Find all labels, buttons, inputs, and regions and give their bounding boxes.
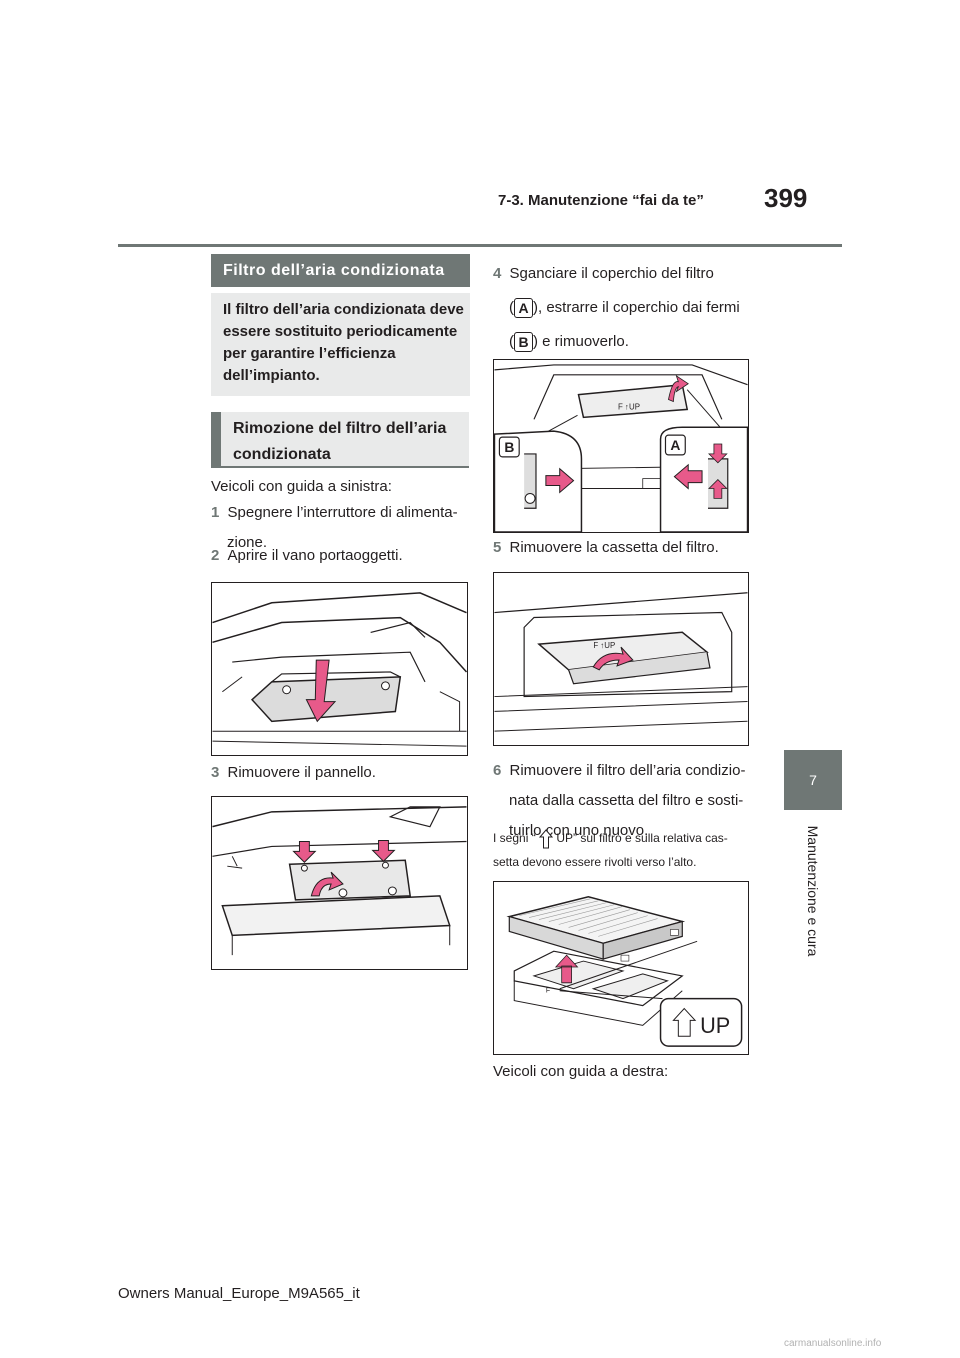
- step-5: 5 Rimuovere la cassetta del filtro.: [493, 533, 719, 563]
- figure-up-marking: F UP: [493, 881, 749, 1055]
- sub-heading: Rimozione del filtro dell’aria condizion…: [211, 412, 469, 468]
- step-text: Rimuovere il filtro dell’aria condizio-: [509, 762, 746, 779]
- figure-filter-cover: F ↑UP B A: [493, 359, 749, 533]
- step-text: Sganciare il coperchio del filtro: [509, 265, 714, 282]
- footer-manual-id: Owners Manual_Europe_M9A565_it: [118, 1285, 360, 1302]
- note-text: setta devono essere rivolti verso l’alto…: [493, 855, 697, 869]
- intro-line: per garantire l’efficienza: [223, 345, 396, 362]
- figure-glove-box: [211, 582, 468, 756]
- footer-watermark: carmanualsonline.info: [784, 1338, 882, 1349]
- figure-filter-cassette: F ↑UP: [493, 572, 749, 746]
- step-number: 4: [493, 265, 502, 282]
- note-text: UP” sul filtro e sulla relativa cas-: [556, 831, 728, 845]
- filter-marking: F ↑UP: [593, 641, 615, 650]
- main-heading: Filtro dell’aria condizionata: [211, 254, 470, 287]
- step-number: 3: [211, 764, 220, 781]
- vehicle-note-right: Veicoli con guida a destra:: [493, 1063, 669, 1080]
- step-text: ), estrarre il coperchio dai fermi: [533, 299, 740, 316]
- figure-panel-removal: [211, 796, 468, 970]
- up-marking: UP: [700, 1013, 730, 1038]
- f-marking: F: [546, 988, 550, 995]
- chapter-title: Manutenzione e cura: [805, 825, 821, 957]
- filter-marking: F ↑UP: [618, 402, 640, 411]
- intro-line: essere sostituito periodicamente: [223, 323, 458, 340]
- up-marking-illustration: F UP: [506, 896, 743, 1047]
- step-2: 2 Aprire il vano portaoggetti.: [211, 541, 403, 571]
- label-b: B: [514, 332, 533, 353]
- intro-line: dell’impianto.: [223, 367, 320, 384]
- up-mark-note: I segni “ UP” sul filtro e sulla relativ…: [493, 826, 763, 874]
- filter-cover-illustration: F ↑UP B A: [494, 364, 748, 532]
- chapter-number: 7: [809, 772, 817, 788]
- step-text: (: [509, 333, 514, 350]
- step-number: 6: [493, 762, 502, 779]
- sub-heading-line: condizionata: [233, 446, 331, 463]
- step-3: 3 Rimuovere il pannello.: [211, 758, 376, 788]
- note-text: I segni “: [493, 831, 536, 845]
- step-4: 4 Sganciare il coperchio del filtro (A),…: [493, 257, 763, 359]
- step-number: 2: [211, 547, 220, 564]
- intro-box: Il filtro dell’aria condizionata deve es…: [211, 293, 470, 396]
- callout-a: A: [670, 437, 680, 453]
- step-text: (: [509, 299, 514, 316]
- sub-heading-line: Rimozione del filtro dell’aria: [233, 420, 447, 437]
- step-text: zione.: [227, 534, 268, 551]
- step-text: ) e rimuoverlo.: [533, 333, 629, 350]
- chapter-tab: 7: [784, 750, 842, 810]
- step-text: Rimuovere la cassetta del filtro.: [509, 539, 719, 556]
- vehicle-note-left: Veicoli con guida a sinistra:: [211, 478, 392, 495]
- step-text: nata dalla cassetta del filtro e sosti-: [509, 792, 744, 809]
- glove-box-illustration: [212, 592, 467, 747]
- step-text: Rimuovere il pannello.: [227, 764, 376, 781]
- step-text: Spegnere l’interruttore di alimenta-: [227, 504, 458, 521]
- step-number: 5: [493, 539, 502, 556]
- section-title: 7-3. Manutenzione “fai da te”: [498, 192, 704, 209]
- step-number: 1: [211, 504, 220, 521]
- page-number: 399: [764, 183, 808, 213]
- step-text: Aprire il vano portaoggetti.: [227, 547, 403, 564]
- header-rule: [118, 244, 842, 247]
- filter-cassette-illustration: F ↑UP: [494, 592, 748, 732]
- label-a: A: [514, 298, 533, 319]
- panel-removal-illustration: [212, 806, 467, 956]
- intro-line: Il filtro dell’aria condizionata deve: [223, 301, 464, 318]
- step-1: 1 Spegnere l’interruttore di alimenta- z…: [211, 498, 471, 558]
- callout-b: B: [504, 439, 514, 455]
- chapter-side-title: Manutenzione e cura: [778, 816, 848, 966]
- up-arrow-icon: [538, 829, 554, 849]
